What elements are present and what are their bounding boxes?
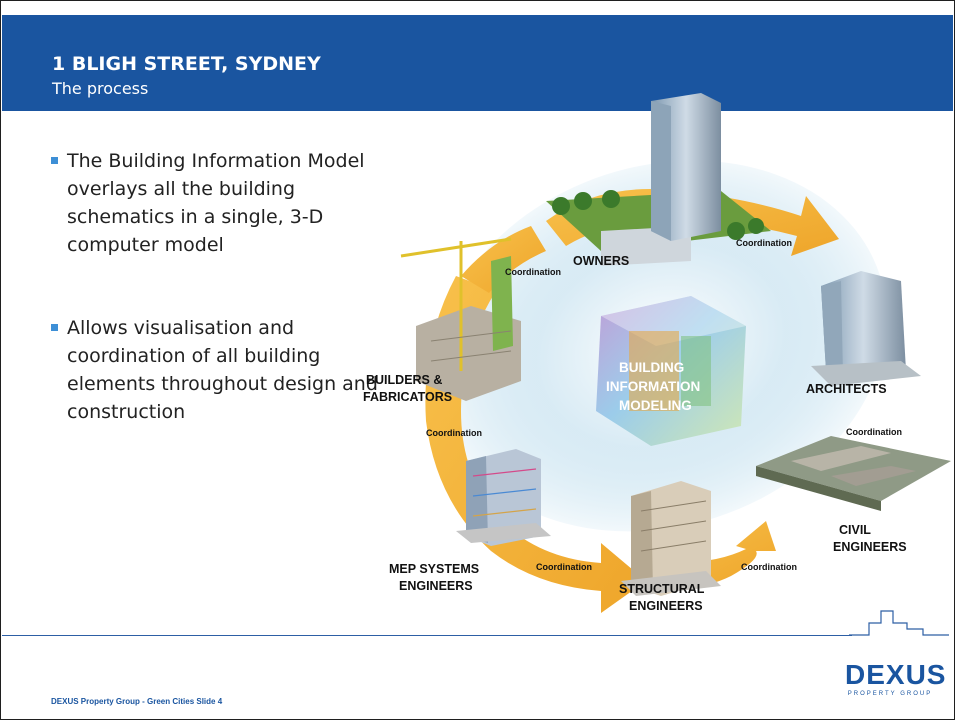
coordination-label-2: Coordination <box>736 238 792 248</box>
label-structural-engineers: ENGINEERS <box>629 599 703 613</box>
label-civil-engineers: ENGINEERS <box>833 540 907 554</box>
label-mep-engineers: ENGINEERS <box>399 579 473 593</box>
label-architects: ARCHITECTS <box>806 382 887 396</box>
bullet-text-2: Allows visualisation and coordination of… <box>67 317 378 423</box>
center-label-building: BUILDING <box>619 360 685 375</box>
coordination-label-6: Coordination <box>426 428 482 438</box>
coordination-label-5: Coordination <box>536 562 592 572</box>
center-label-information: INFORMATION <box>606 379 701 394</box>
bullet-item-1: The Building Information Model overlays … <box>51 147 381 259</box>
coordination-label-1: Coordination <box>505 267 561 277</box>
architects-building-icon <box>811 271 921 386</box>
label-fabricators: FABRICATORS <box>363 390 453 404</box>
owners-tower-icon <box>546 93 771 266</box>
bullet-marker-icon <box>51 157 58 164</box>
civil-site-icon <box>756 436 951 511</box>
bullet-text-1: The Building Information Model overlays … <box>67 150 365 256</box>
footer-divider <box>2 635 852 636</box>
coordination-label-4: Coordination <box>741 562 797 572</box>
coordination-label-3: Coordination <box>846 427 902 437</box>
mep-building-icon <box>456 449 551 546</box>
label-mep: MEP SYSTEMS <box>389 562 480 576</box>
title-bar: 1 BLIGH STREET, SYDNEY The process <box>2 15 953 111</box>
bim-cycle-graphic <box>400 93 951 613</box>
logo-wordmark: DEXUS <box>845 659 947 690</box>
center-label-modeling: MODELING <box>619 398 692 413</box>
logo-tagline: PROPERTY GROUP <box>847 691 933 697</box>
label-owners: OWNERS <box>573 254 630 268</box>
label-builders: BUILDERS & <box>366 373 443 387</box>
slide-subtitle: The process <box>52 79 149 98</box>
bim-process-diagram: BUILDING INFORMATION MODELING OWNERS ARC… <box>361 81 954 641</box>
slide-title: 1 BLIGH STREET, SYDNEY <box>52 53 321 75</box>
dexus-logo: DEXUS PROPERTY GROUP <box>845 659 947 703</box>
label-structural: STRUCTURAL <box>619 582 705 596</box>
footer-slide-info: DEXUS Property Group - Green Cities Slid… <box>51 697 223 706</box>
builders-construction-icon <box>400 237 521 401</box>
skyline-icon <box>849 610 949 636</box>
bim-cube-icon <box>596 296 746 446</box>
bullet-marker-icon <box>51 324 58 331</box>
structural-building-icon <box>621 481 721 596</box>
label-civil: CIVIL <box>839 523 871 537</box>
bullet-item-2: Allows visualisation and coordination of… <box>51 314 381 426</box>
